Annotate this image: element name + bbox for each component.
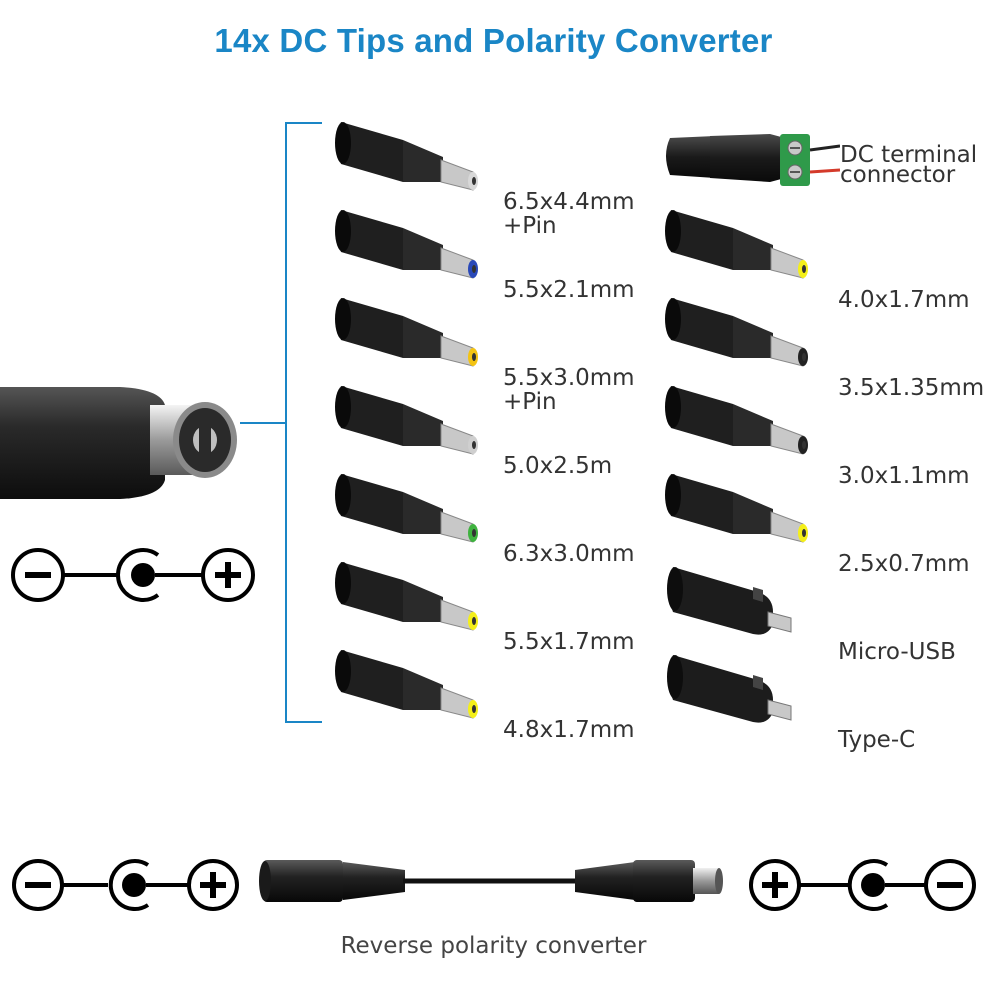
group-bracket [240,122,322,723]
caption: Reverse polarity converter [340,933,647,959]
right-tip-image-4 [663,552,823,647]
right-tip-image-2 [663,376,823,471]
tip-size: 4.8x1.7mm [503,717,635,743]
tip-pin-note: +Pin [503,213,557,239]
right-tip-image-1 [663,288,823,383]
terminal-label-line1: DC terminal [840,142,978,168]
left-tip-image-1 [333,200,493,295]
left-tip-image-5 [333,552,493,647]
center-pin-icon [116,548,160,602]
page-title: 14x DC Tips and Polarity Converter [214,22,773,59]
reverse-polarity-diagram-right [749,859,976,911]
tip-size: 5.5x2.1mm [503,277,635,303]
left-tip-label-2: 5.5x3.0mm+Pin [503,366,635,414]
reverse-polarity-cable [259,860,723,902]
tip-pin-note: +Pin [503,389,557,415]
right-tip-image-5 [663,640,823,735]
left-tip-label-0: 6.5x4.4mm+Pin [503,190,635,238]
left-tip-label-5: 5.5x1.7mm [503,630,635,654]
terminal-block-icon [666,134,840,186]
plus-symbol-icon [201,548,255,602]
minus-symbol-icon [11,548,65,602]
right-tip-label-2: 3.0x1.1mm [838,463,970,489]
terminal-label: DC terminal connector [840,142,978,188]
right-tip-label-3: 2.5x0.7mm [838,551,970,577]
polarity-diagram-center-positive [11,548,255,602]
left-tip-image-6 [333,640,493,735]
left-tip-image-4 [333,464,493,559]
left-tip-label-4: 6.3x3.0mm [503,542,635,566]
dc-plug-photo [0,387,237,499]
right-tip-label-1: 3.5x1.35mm [838,375,985,401]
right-tip-image-3 [663,464,823,559]
right-tip-image-0 [663,200,823,295]
right-tip-label-4: Micro-USB [838,639,956,665]
reverse-polarity-diagram-left [12,859,239,911]
tip-size: 6.3x3.0mm [503,541,635,567]
tip-size: 5.5x1.7mm [503,629,635,655]
tip-size: 6.5x4.4mm [503,189,635,215]
left-tip-image-3 [333,376,493,471]
tip-size: 5.0x2.5m [503,453,613,479]
left-tip-image-0 [333,112,493,207]
left-tip-image-2 [333,288,493,383]
right-tip-label-0: 4.0x1.7mm [838,287,970,313]
left-tip-label-1: 5.5x2.1mm [503,278,635,302]
tip-size: 5.5x3.0mm [503,365,635,391]
right-tip-label-5: Type-C [838,727,916,753]
terminal-label-line2: connector [840,162,956,188]
left-tip-label-3: 5.0x2.5m [503,454,612,478]
left-tip-label-6: 4.8x1.7mm [503,718,635,742]
